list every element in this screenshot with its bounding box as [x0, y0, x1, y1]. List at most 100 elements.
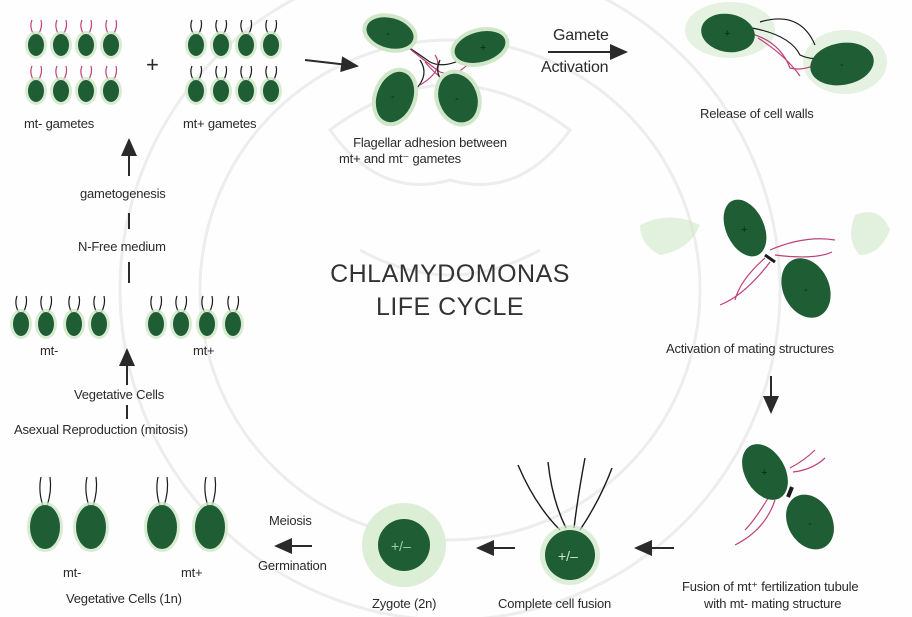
- flagellum: [93, 477, 97, 506]
- cell-body: [28, 34, 44, 56]
- cell-body: [53, 80, 69, 102]
- n-free-cell: [63, 296, 85, 339]
- svg-text:+: +: [761, 467, 767, 479]
- cell-mark: -: [391, 91, 395, 103]
- n-free-cell: [35, 296, 57, 339]
- flagellar-adhesion-label-line1: Flagellar adhesion between: [330, 136, 530, 151]
- cell-mark: +: [480, 42, 486, 54]
- cell-body: [13, 312, 29, 336]
- activation-mating-label: Activation of mating structures: [666, 342, 834, 357]
- vegetative-cell: [27, 477, 63, 552]
- mt-minus-gamete: [25, 66, 47, 105]
- mt-plus-gamete: [260, 20, 282, 59]
- cell-mark: -: [455, 93, 459, 105]
- mt-plus-gamete: [260, 66, 282, 105]
- svg-text:+: +: [741, 224, 747, 236]
- vegetative-cell: [73, 477, 109, 552]
- vegetative-cells-group: [27, 477, 228, 552]
- svg-text:+: +: [724, 28, 730, 40]
- svg-text:+/–: +/–: [558, 548, 578, 564]
- vegetative-cell: [144, 477, 180, 552]
- cell-body: [188, 80, 204, 102]
- veg-mt-plus-label: mt+: [181, 566, 202, 581]
- cell-body: [173, 312, 189, 336]
- n-free-medium-label: N-Free medium: [78, 240, 166, 255]
- mt-minus-gamete: [100, 20, 122, 59]
- flagellum: [205, 477, 208, 506]
- cell-body: [213, 80, 229, 102]
- mt-minus-gamete: [75, 66, 97, 105]
- svg-text:+/–: +/–: [391, 538, 411, 554]
- mt-plus-gamete: [210, 66, 232, 105]
- fusion-tubule-label-line1: Fusion of mt⁺ fertilization tubule: [682, 580, 858, 595]
- gametogenesis-label: gametogenesis: [80, 187, 166, 202]
- fusion-tubule-label-line2: with mt- mating structure: [704, 597, 841, 612]
- complete-fusion-cell: +/–: [518, 458, 612, 585]
- release-cell-walls-cells: + -: [685, 2, 887, 94]
- mt-plus-gamete: [185, 20, 207, 59]
- mt-minus-gamete: [50, 66, 72, 105]
- mt-plus-gametes-label: mt+ gametes: [183, 117, 256, 132]
- gamete-activation-label-line2: Activation: [541, 59, 608, 77]
- zygote-label: Zygote (2n): [372, 597, 436, 612]
- cell-body: [263, 80, 279, 102]
- cell-body: [103, 34, 119, 56]
- svg-text:-: -: [840, 59, 844, 71]
- cell-body: [195, 505, 225, 549]
- mt-plus-gamete: [210, 20, 232, 59]
- fusion-tubule-cells: + -: [733, 436, 844, 558]
- n-free-cell: [145, 296, 167, 339]
- n-free-cells-group: [10, 296, 244, 339]
- n-free-cell: [170, 296, 192, 339]
- gamete-activation-label-line1: Gamete: [553, 27, 609, 45]
- plus-sign: +: [146, 52, 159, 77]
- cell-body: [103, 80, 119, 102]
- mt-minus-gamete: [25, 20, 47, 59]
- flagellum: [212, 477, 216, 506]
- cell-body: [30, 505, 60, 549]
- cell-body: [66, 312, 82, 336]
- activation-mating-cells: + -: [640, 193, 890, 326]
- asexual-reproduction-label: Asexual Reproduction (mitosis): [14, 423, 188, 438]
- flagellar-adhesion-label-line2: mt+ and mt⁻ gametes: [330, 152, 470, 167]
- cell-body: [199, 312, 215, 336]
- mt-minus-label: mt-: [40, 344, 58, 359]
- cell-body: [53, 34, 69, 56]
- release-cell-walls-label: Release of cell walls: [700, 107, 814, 122]
- cell-body: [91, 312, 107, 336]
- svg-text:-: -: [808, 518, 812, 530]
- n-free-cell: [222, 296, 244, 339]
- cell-body: [263, 34, 279, 56]
- cell-body: [188, 34, 204, 56]
- flagellar-adhesion-cluster: - + - -: [360, 10, 511, 131]
- mt-minus-gametes-label: mt- gametes: [24, 117, 94, 132]
- mt-plus-gamete: [235, 66, 257, 105]
- cell-body: [148, 312, 164, 336]
- adhesion-cell-bottom-left: [367, 64, 424, 130]
- cell-body: [213, 34, 229, 56]
- diagram-title: CHLAMYDOMONAS LIFE CYCLE: [300, 258, 600, 323]
- cell-body: [38, 312, 54, 336]
- flagellum: [47, 477, 51, 506]
- mt-minus-gamete: [100, 66, 122, 105]
- vegetative-cells-label: Vegetative Cells: [74, 388, 164, 403]
- zygote-cell: +/–: [362, 503, 446, 587]
- cell-body: [238, 34, 254, 56]
- cell-body: [76, 505, 106, 549]
- title-line1: CHLAMYDOMONAS: [300, 258, 600, 291]
- cell-body: [28, 80, 44, 102]
- mt-plus-gametes-group: [185, 20, 282, 105]
- flagellum: [40, 477, 43, 506]
- vegetative-cell: [192, 477, 228, 552]
- n-free-cell: [10, 296, 32, 339]
- mt-minus-gametes-group: [25, 20, 122, 105]
- title-line2: LIFE CYCLE: [300, 291, 600, 324]
- cell-mark: -: [386, 28, 390, 40]
- cell-body: [147, 505, 177, 549]
- flagellum: [164, 477, 168, 506]
- flagellum: [157, 477, 160, 506]
- meiosis-label: Meiosis: [269, 514, 312, 529]
- cell-body: [225, 312, 241, 336]
- mt-plus-label: mt+: [193, 344, 214, 359]
- germination-label: Germination: [258, 559, 327, 574]
